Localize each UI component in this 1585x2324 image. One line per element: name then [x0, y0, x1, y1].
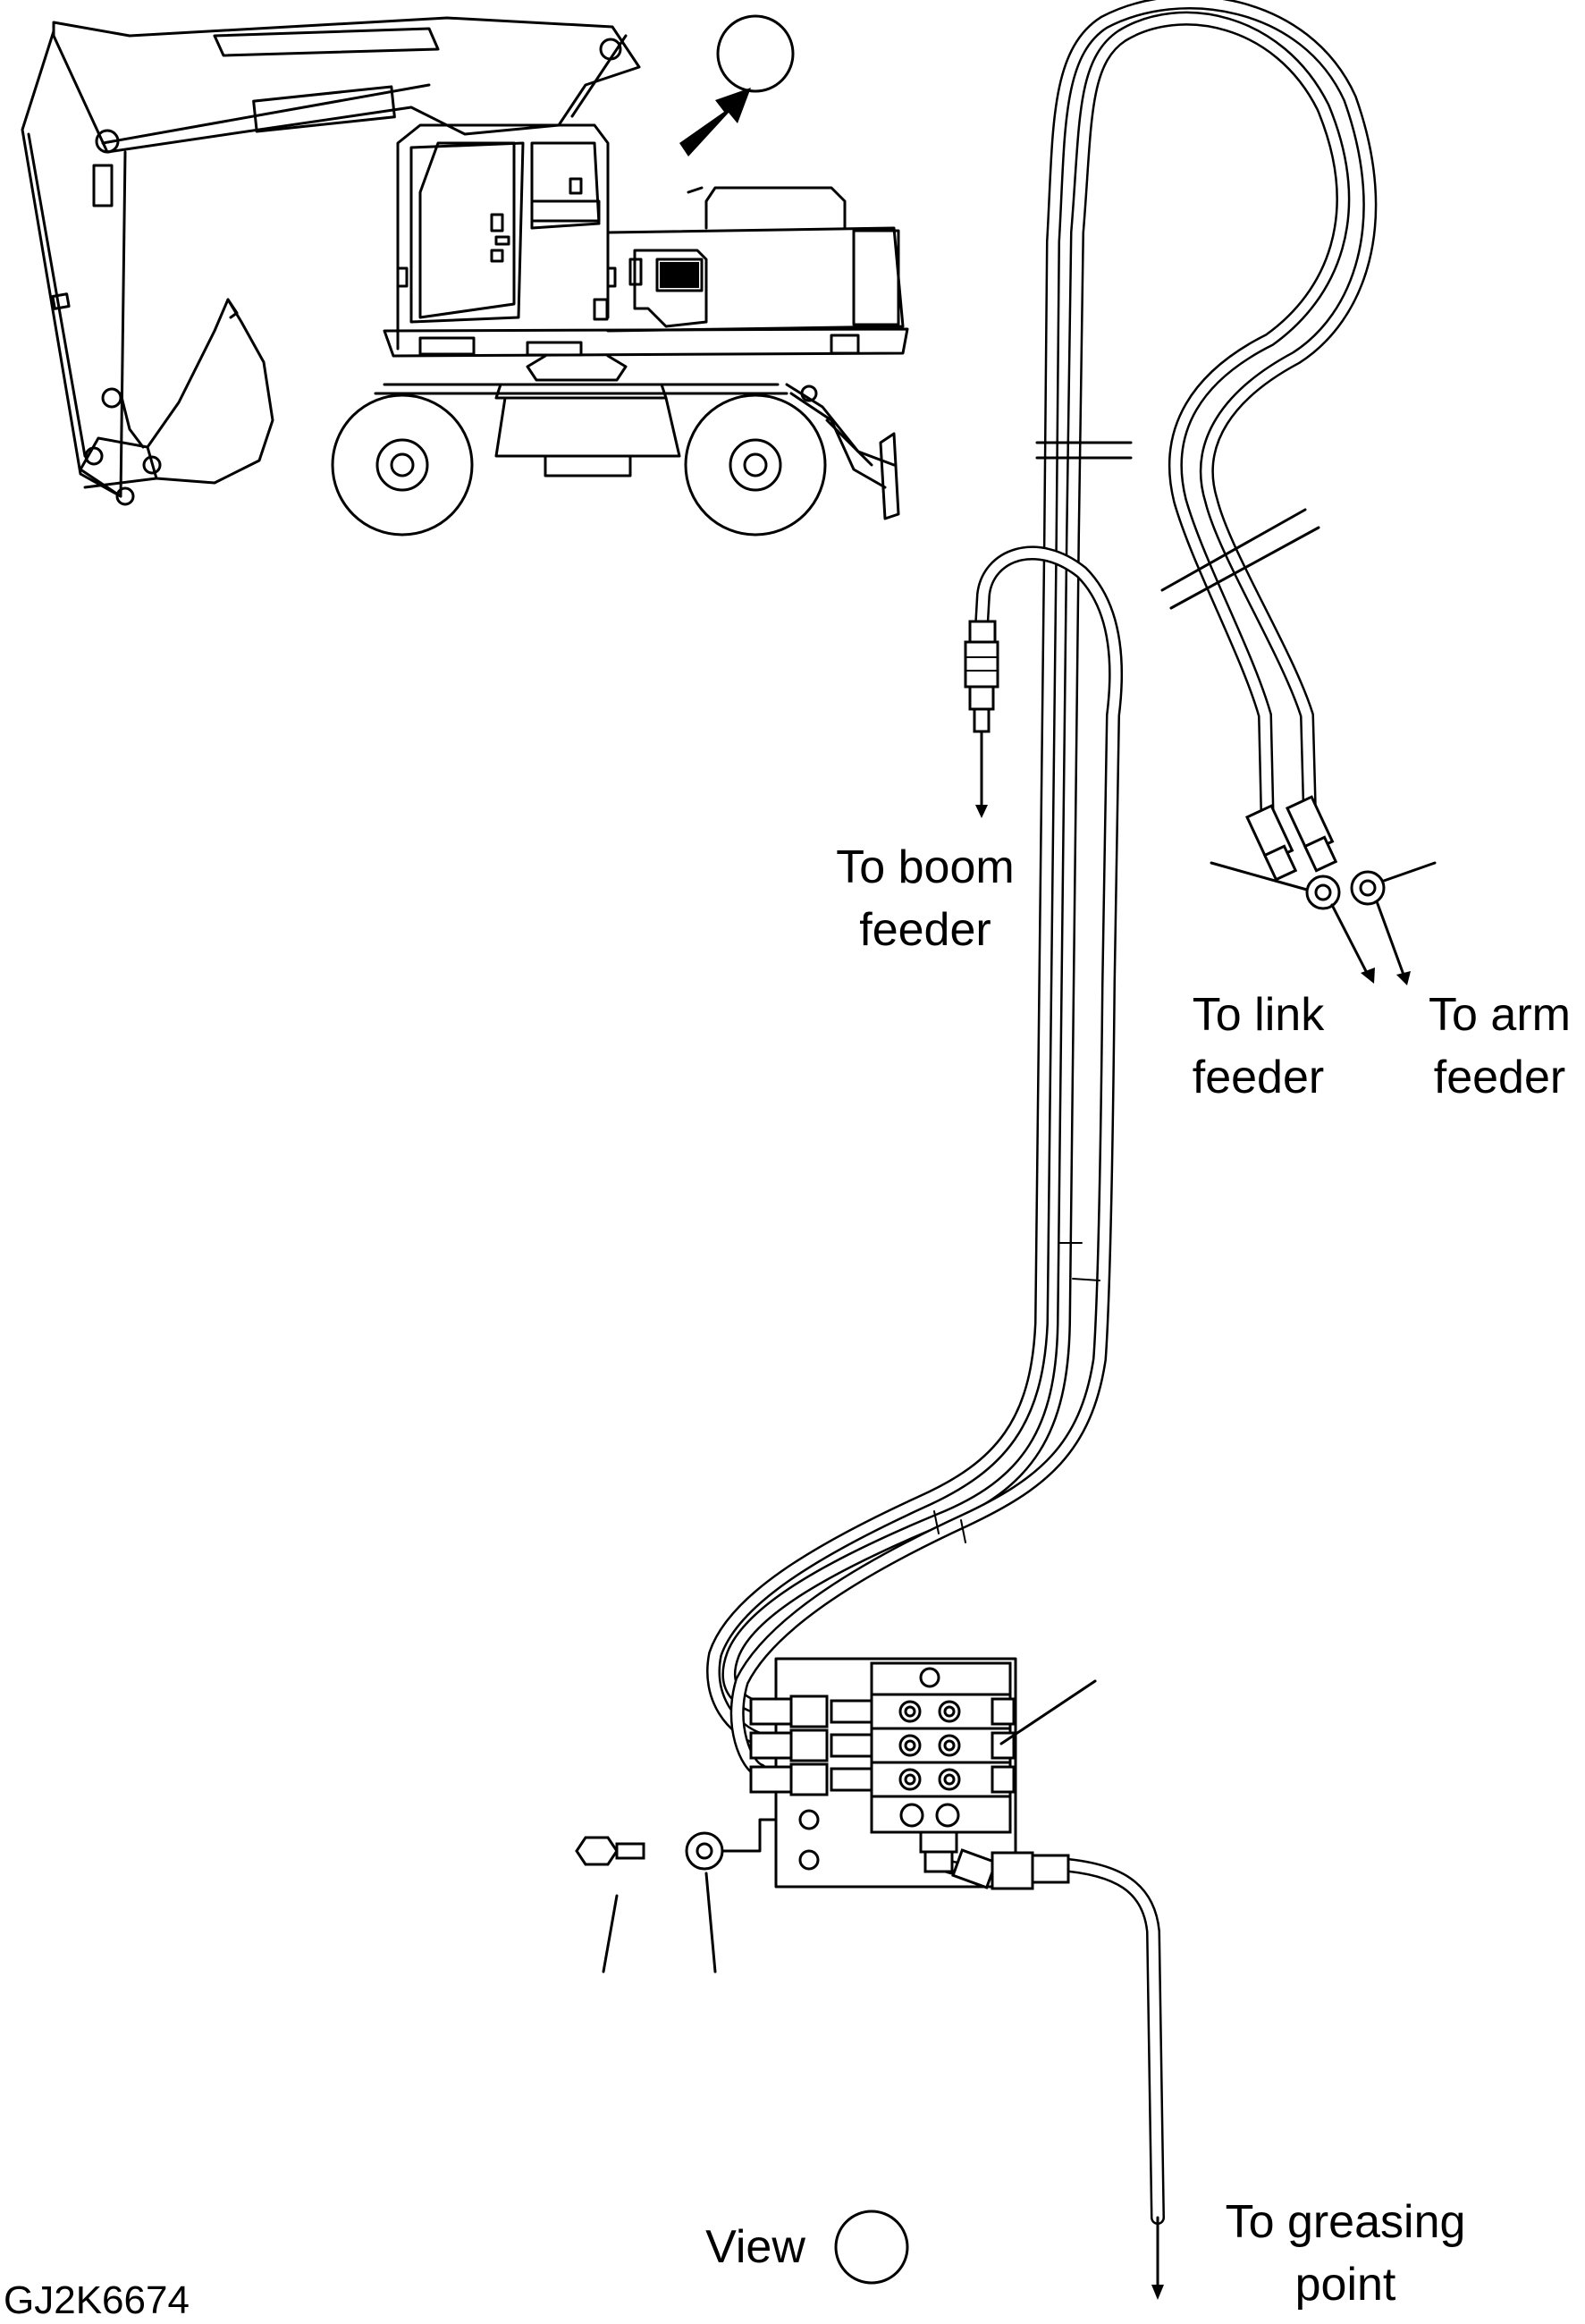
mounting-bolt-and-washer — [575, 1818, 778, 1973]
label-greasing-line1: To greasing — [1225, 2196, 1466, 2248]
label-arm-feeder: To arm feeder — [1417, 984, 1582, 1109]
view-symbol-circle — [834, 2210, 909, 2285]
grease-distributor-block — [749, 1657, 1164, 2300]
label-link-line1: To link — [1192, 989, 1325, 1041]
label-boom-line1: To boom — [836, 841, 1015, 893]
label-arm-line2: feeder — [1433, 1052, 1566, 1103]
drawing-code: GJ2K6674 — [4, 2278, 190, 2322]
view-label: View — [705, 2221, 805, 2273]
link-arm-feeder-fittings — [1210, 795, 1437, 985]
label-greasing-line2: point — [1294, 2259, 1396, 2311]
label-greasing-point: To greasing point — [1207, 2191, 1484, 2316]
boom-feeder-fitting — [964, 620, 999, 818]
label-boom-feeder: To boom feeder — [822, 836, 1028, 961]
wheeled-excavator-illustration — [21, 14, 909, 537]
label-link-line2: feeder — [1192, 1052, 1325, 1103]
label-link-feeder: To link feeder — [1176, 984, 1341, 1109]
grease-hoses — [706, 0, 1378, 2225]
label-boom-line2: feeder — [859, 904, 991, 956]
label-arm-line1: To arm — [1429, 989, 1571, 1041]
